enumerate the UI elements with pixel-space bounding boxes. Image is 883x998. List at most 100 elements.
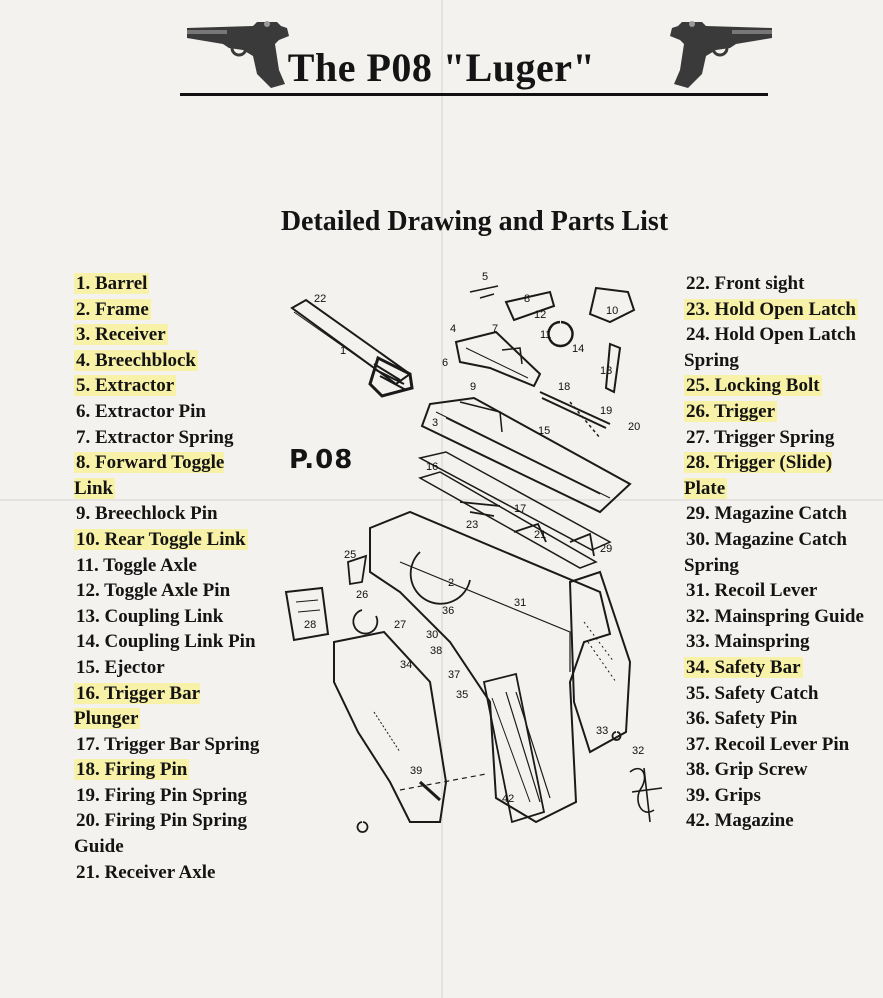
parts-list-item-text: 42. Magazine bbox=[686, 810, 794, 832]
parts-list-item-text: 3. Receiver bbox=[74, 324, 168, 346]
parts-list-item: 19. Firing Pin Spring bbox=[74, 783, 269, 809]
parts-list-item: 30. Magazine Catch Spring bbox=[684, 527, 880, 578]
parts-list-item-text: 9. Breechlock Pin bbox=[76, 503, 218, 525]
parts-list-item: 9. Breechlock Pin bbox=[74, 501, 269, 527]
title-underline bbox=[180, 93, 768, 96]
parts-list-item-text: 15. Ejector bbox=[76, 656, 165, 678]
parts-list-item: 23. Hold Open Latch bbox=[684, 297, 880, 323]
callout-7: 7 bbox=[492, 323, 498, 335]
parts-list-item: 26. Trigger bbox=[684, 399, 880, 425]
parts-list-item: 39. Grips bbox=[684, 783, 880, 809]
parts-list-item: 36. Safety Pin bbox=[684, 706, 880, 732]
callout-38: 38 bbox=[430, 645, 442, 657]
parts-list-item-text: 37. Recoil Lever Pin bbox=[686, 733, 850, 755]
trigger-bar-drawing bbox=[417, 451, 612, 569]
receiver-drawing bbox=[420, 396, 632, 514]
breechblock-drawing bbox=[454, 330, 542, 388]
callout-11: 11 bbox=[540, 329, 551, 341]
parts-list-item-text: 39. Grips bbox=[686, 784, 761, 806]
exploded-parts-drawing: 1 2 3 4 5 6 7 8 9 10 11 12 13 14 15 16 1… bbox=[284, 271, 663, 833]
parts-list-item: 7. Extractor Spring bbox=[74, 425, 269, 451]
toggle-links-drawing bbox=[469, 285, 636, 394]
callout-8: 8 bbox=[524, 293, 530, 305]
parts-list-item: 22. Front sight bbox=[684, 271, 880, 297]
page-title: The P08 "Luger" bbox=[287, 45, 596, 90]
callout-4: 4 bbox=[450, 323, 456, 335]
parts-list-item-text: 8. Forward Toggle Link bbox=[74, 452, 225, 499]
parts-list-item-text: 35. Safety Catch bbox=[686, 682, 819, 704]
parts-list-item: 21. Receiver Axle bbox=[74, 860, 269, 886]
callout-29: 29 bbox=[600, 543, 612, 555]
parts-list-item: 35. Safety Catch bbox=[684, 681, 880, 707]
luger-pistol-icon bbox=[187, 21, 289, 88]
parts-list-item: 20. Firing Pin Spring Guide bbox=[74, 808, 269, 859]
parts-list-item-text: 2. Frame bbox=[74, 298, 151, 320]
callout-3: 3 bbox=[432, 417, 438, 429]
parts-list-item: 42. Magazine bbox=[684, 808, 880, 834]
parts-list-item: 18. Firing Pin bbox=[74, 757, 269, 783]
parts-list-item: 16. Trigger Bar Plunger bbox=[74, 681, 269, 732]
parts-list-item-text: 5. Extractor bbox=[74, 375, 177, 397]
parts-list-item-text: 1. Barrel bbox=[74, 273, 150, 294]
parts-list-item-text: 21. Receiver Axle bbox=[76, 861, 216, 883]
parts-list-item-text: 16. Trigger Bar Plunger bbox=[74, 682, 201, 730]
parts-list-item-text: 6. Extractor Pin bbox=[76, 400, 206, 422]
callout-42: 42 bbox=[502, 793, 514, 805]
parts-list-item-text: 13. Coupling Link bbox=[76, 605, 224, 627]
magazine-drawing bbox=[482, 672, 546, 824]
callout-30: 30 bbox=[426, 629, 438, 641]
callout-26: 26 bbox=[356, 589, 368, 601]
small-parts-drawing bbox=[347, 501, 622, 833]
callout-35: 35 bbox=[456, 689, 468, 701]
parts-list-item-text: 11. Toggle Axle bbox=[76, 554, 197, 576]
parts-list-item-text: 23. Hold Open Latch bbox=[684, 298, 858, 320]
parts-list-item-text: 34. Safety Bar bbox=[684, 656, 803, 678]
diagram-label: P.08 bbox=[289, 445, 354, 475]
parts-list-item-text: 29. Magazine Catch bbox=[686, 503, 847, 525]
callout-9: 9 bbox=[470, 381, 476, 393]
callout-19: 19 bbox=[600, 405, 612, 417]
parts-list-item-text: 14. Coupling Link Pin bbox=[76, 631, 256, 653]
parts-list-item: 27. Trigger Spring bbox=[684, 425, 880, 451]
callout-27: 27 bbox=[394, 619, 406, 631]
parts-list-item-text: 26. Trigger bbox=[684, 400, 777, 422]
callout-28: 28 bbox=[304, 619, 316, 631]
parts-list-item: 34. Safety Bar bbox=[684, 655, 880, 681]
parts-list-item: 15. Ejector bbox=[74, 655, 269, 681]
callout-32: 32 bbox=[632, 745, 644, 757]
callout-14: 14 bbox=[572, 343, 584, 355]
parts-list-item: 6. Extractor Pin bbox=[74, 399, 269, 425]
barrel-drawing bbox=[290, 298, 414, 398]
parts-list-item-text: 17. Trigger Bar Spring bbox=[76, 733, 260, 755]
parts-list-item-text: 19. Firing Pin Spring bbox=[76, 784, 248, 806]
parts-list-item: 29. Magazine Catch bbox=[684, 501, 880, 527]
paper-fold-vertical bbox=[441, 0, 443, 998]
monogram-drawing bbox=[629, 767, 663, 823]
parts-list-item-text: 12. Toggle Axle Pin bbox=[76, 580, 231, 602]
grip-right-drawing bbox=[568, 570, 632, 754]
callout-10: 10 bbox=[606, 305, 618, 317]
callout-22: 22 bbox=[314, 293, 326, 305]
parts-list-item-text: 38. Grip Screw bbox=[686, 759, 808, 781]
callout-20: 20 bbox=[628, 421, 640, 433]
parts-list-item: 24. Hold Open Latch Spring bbox=[684, 322, 880, 373]
grip-left-drawing bbox=[333, 630, 448, 823]
callout-31: 31 bbox=[514, 597, 526, 609]
callout-12: 12 bbox=[534, 309, 546, 321]
parts-list-item: 5. Extractor bbox=[74, 373, 269, 399]
parts-list-item-text: 36. Safety Pin bbox=[686, 708, 798, 730]
trigger-plate-drawing bbox=[284, 586, 330, 642]
parts-list-item-text: 18. Firing Pin bbox=[74, 759, 190, 781]
parts-list-item: 28. Trigger (Slide) Plate bbox=[684, 450, 880, 501]
firing-pin-drawing bbox=[539, 391, 611, 439]
callout-18: 18 bbox=[558, 381, 570, 393]
callout-36: 36 bbox=[442, 605, 454, 617]
callout-23: 23 bbox=[466, 519, 478, 531]
parts-list-item-text: 28. Trigger (Slide) Plate bbox=[684, 452, 833, 499]
parts-list-item: 8. Forward Toggle Link bbox=[74, 450, 269, 501]
parts-list-item: 33. Mainspring bbox=[684, 629, 880, 655]
callout-21: 21 bbox=[534, 529, 546, 541]
parts-list-item: 4. Breechblock bbox=[74, 348, 269, 374]
parts-list-item: 37. Recoil Lever Pin bbox=[684, 732, 880, 758]
